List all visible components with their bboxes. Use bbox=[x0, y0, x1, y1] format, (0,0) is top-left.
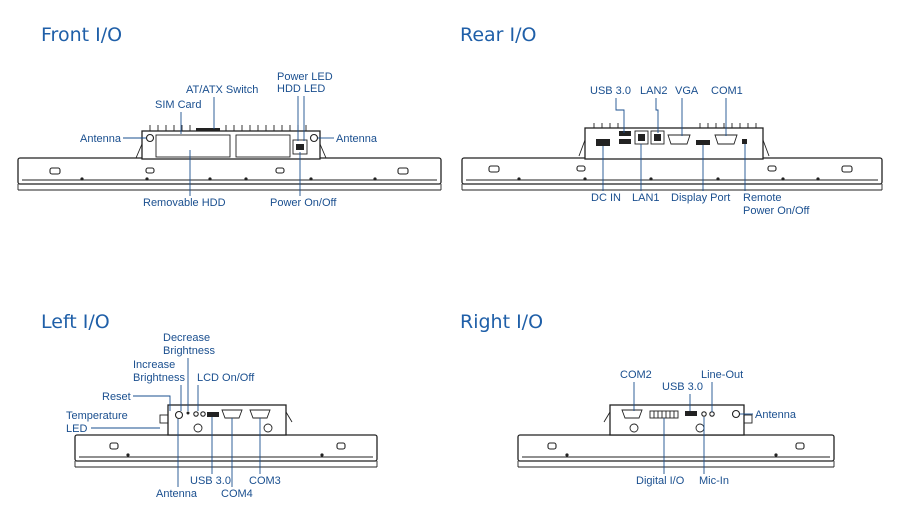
front-panel-drawing bbox=[17, 125, 442, 191]
right-io-title: Right I/O bbox=[460, 311, 543, 333]
left-io-title: Left I/O bbox=[41, 311, 110, 333]
front-sim-card-label: SIM Card bbox=[155, 99, 201, 111]
left-io-section: Left I/O Decrease Brightness In bbox=[41, 311, 378, 500]
left-panel-drawing bbox=[74, 404, 378, 468]
rear-io-section: Rear I/O bbox=[460, 24, 883, 217]
right-com2-label: COM2 bbox=[620, 369, 652, 381]
right-antenna-label: Antenna bbox=[755, 409, 797, 421]
front-power-led-label: Power LED bbox=[277, 71, 333, 83]
right-io-section: Right I/O COM2 Line-Out US bbox=[460, 311, 835, 487]
rear-vga-label: VGA bbox=[675, 85, 699, 97]
front-at-atx-switch-label: AT/ATX Switch bbox=[186, 84, 258, 96]
left-com4-label: COM4 bbox=[221, 488, 253, 500]
rear-remote-label: Remote bbox=[743, 192, 782, 204]
rear-dc-in-label: DC IN bbox=[591, 192, 621, 204]
front-power-onoff-label: Power On/Off bbox=[270, 197, 337, 209]
right-mic-in-label: Mic-In bbox=[699, 475, 729, 487]
front-antenna-right-label: Antenna bbox=[336, 133, 378, 145]
left-com3-label: COM3 bbox=[249, 475, 281, 487]
right-line-out-label: Line-Out bbox=[701, 369, 743, 381]
left-increase-label: Increase bbox=[133, 359, 175, 371]
rear-usb30-label: USB 3.0 bbox=[590, 85, 631, 97]
left-antenna-label: Antenna bbox=[156, 488, 198, 500]
rear-com1-label: COM1 bbox=[711, 85, 743, 97]
rear-remote-power-label: Power On/Off bbox=[743, 205, 810, 217]
left-temperature-label: Temperature bbox=[66, 410, 128, 422]
rear-io-title: Rear I/O bbox=[460, 24, 537, 46]
front-removable-hdd-label: Removable HDD bbox=[143, 197, 226, 209]
rear-display-port-label: Display Port bbox=[671, 192, 730, 204]
front-antenna-left-label: Antenna bbox=[80, 133, 122, 145]
right-usb30-label: USB 3.0 bbox=[662, 381, 703, 393]
right-panel-drawing bbox=[517, 404, 835, 468]
front-io-section: Front I/O Power LED bbox=[17, 24, 442, 209]
left-decrease-label: Decrease bbox=[163, 332, 210, 344]
left-lcd-onoff-label: LCD On/Off bbox=[197, 372, 255, 384]
left-temperature-led-label: LED bbox=[66, 423, 87, 435]
rear-lan2-label: LAN2 bbox=[640, 85, 668, 97]
front-hdd-led-label: HDD LED bbox=[277, 83, 325, 95]
right-digital-io-label: Digital I/O bbox=[636, 475, 685, 487]
rear-panel-drawing bbox=[461, 123, 883, 191]
left-usb30-label: USB 3.0 bbox=[190, 475, 231, 487]
front-io-title: Front I/O bbox=[41, 24, 122, 46]
left-decrease-brightness-label: Brightness bbox=[163, 345, 215, 357]
rear-lan1-label: LAN1 bbox=[632, 192, 660, 204]
left-reset-label: Reset bbox=[102, 391, 131, 403]
left-increase-brightness-label: Brightness bbox=[133, 372, 185, 384]
